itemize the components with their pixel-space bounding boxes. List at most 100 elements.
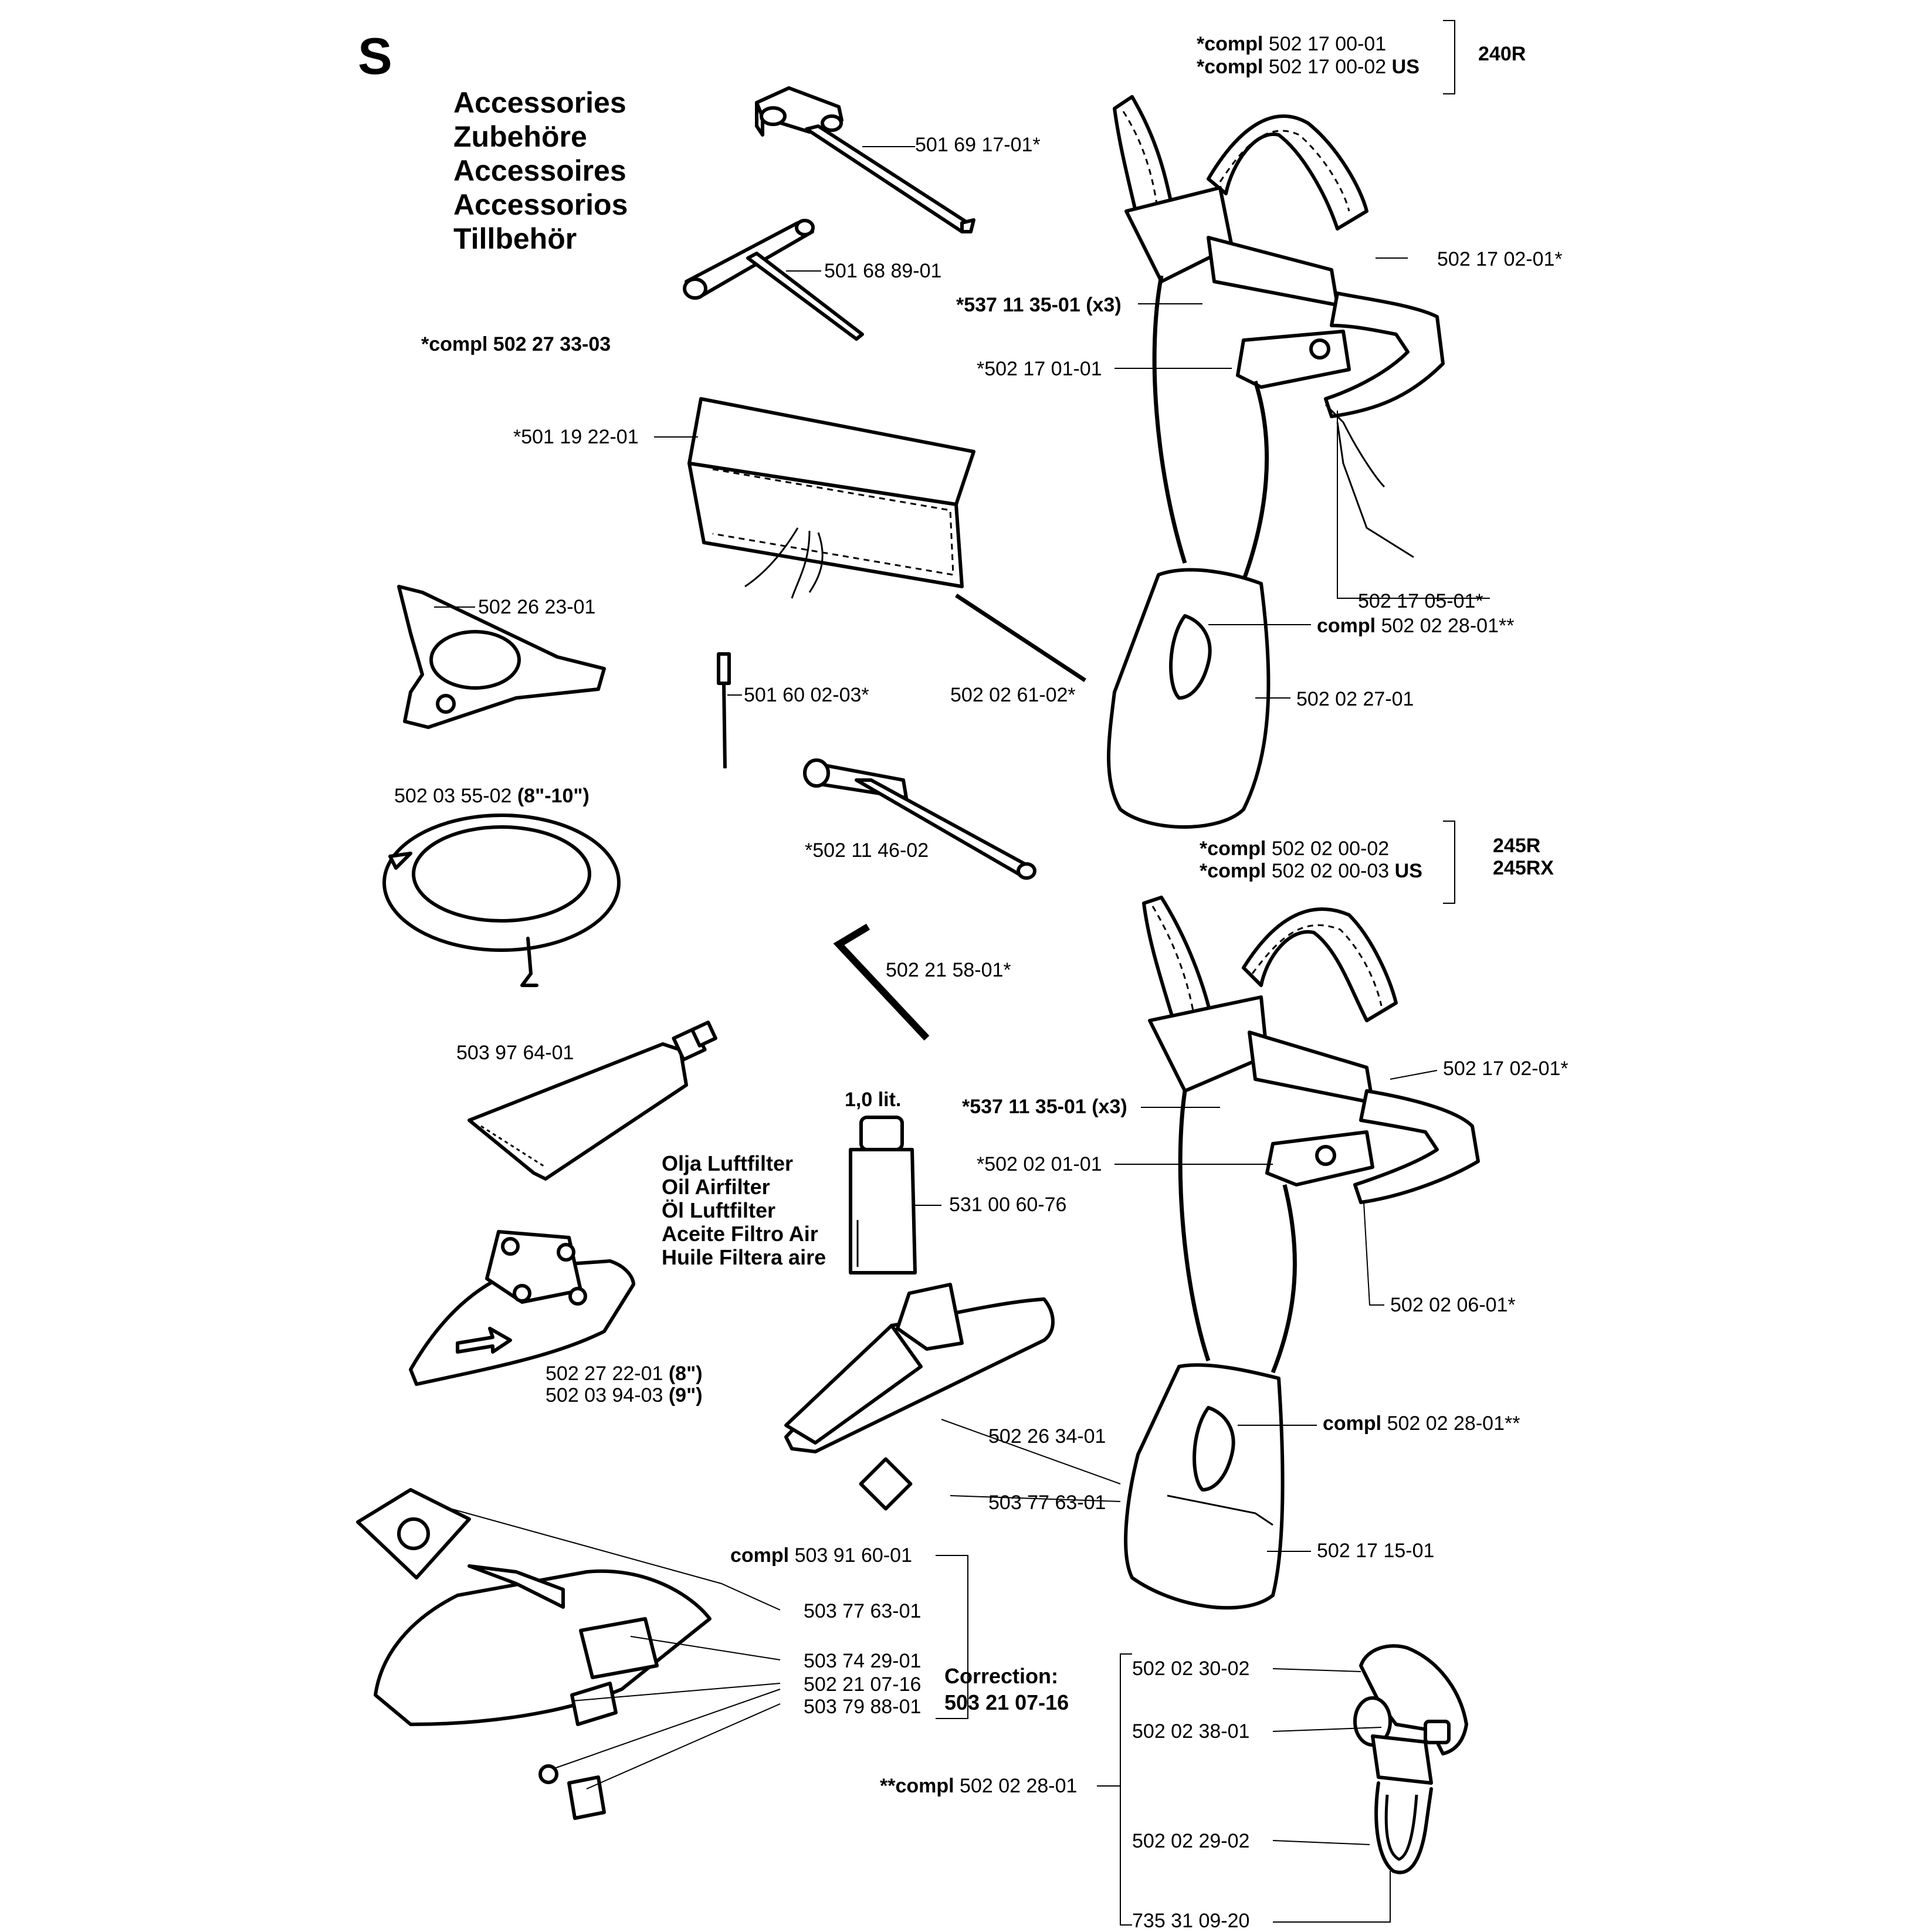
blade-guard-drawing bbox=[397, 585, 606, 729]
compl-word: compl bbox=[730, 1544, 790, 1567]
part-number: 502 03 94-03 bbox=[546, 1384, 663, 1406]
harness-240r-drawing bbox=[1107, 95, 1445, 829]
harness-245r-drawing bbox=[1124, 896, 1480, 1610]
part-label: 503 97 64-01 bbox=[456, 1042, 574, 1064]
part-label: 502 17 02-01* bbox=[1437, 248, 1563, 270]
compl-word: *compl bbox=[1200, 838, 1266, 860]
oil-name: Huile Filtera aire bbox=[662, 1245, 826, 1269]
part-label: 501 69 17-01* bbox=[915, 134, 1041, 156]
part-number: 502 02 28-01** bbox=[1381, 615, 1515, 637]
title-de: Zubehöre bbox=[453, 120, 587, 153]
part-label: 735 31 09-20 bbox=[1132, 1910, 1250, 1932]
tool-bag-drawing bbox=[687, 397, 975, 599]
compl-word: **compl bbox=[880, 1775, 954, 1797]
large-guard-drawing bbox=[356, 1488, 712, 1820]
region: US bbox=[1394, 860, 1422, 882]
harness-245r-compl-2: *compl 502 02 00-03 US bbox=[1200, 861, 1422, 881]
part-label: 531 00 60-76 bbox=[949, 1194, 1067, 1216]
part-label: 502 03 94-03 (9") bbox=[546, 1385, 703, 1405]
oil-name: Aceite Filtro Air bbox=[662, 1222, 818, 1246]
compl-word: compl bbox=[1323, 1412, 1382, 1435]
part-label: compl 503 91 60-01 bbox=[730, 1545, 912, 1565]
harness-245r-compl-1: *compl 502 02 00-02 bbox=[1200, 839, 1389, 859]
part-size: (9") bbox=[668, 1384, 703, 1406]
part-label: 502 02 30-02 bbox=[1132, 1658, 1250, 1680]
part-label: 502 26 23-01 bbox=[478, 596, 596, 618]
brushcutter-guard-drawing bbox=[784, 1283, 1055, 1511]
part-label: 502 02 06-01* bbox=[1390, 1294, 1516, 1316]
correction-title: Correction: bbox=[944, 1664, 1059, 1688]
kit-label: *compl 502 27 33-03 bbox=[421, 333, 611, 355]
guard-ring-drawing bbox=[382, 814, 621, 987]
part-label: *502 17 01-01 bbox=[977, 358, 1102, 380]
compl-word: *compl bbox=[1197, 56, 1263, 78]
part-label: *501 19 22-01 bbox=[513, 426, 639, 448]
part-label: 502 17 05-01* bbox=[1358, 590, 1483, 612]
title-en: Accessories bbox=[453, 86, 626, 119]
part-number: 503 91 60-01 bbox=[794, 1544, 912, 1567]
oil-bottle-drawing bbox=[849, 1116, 917, 1275]
part-label: 501 60 02-03* bbox=[744, 684, 869, 706]
part-label: 502 21 07-16 bbox=[804, 1673, 922, 1696]
part-label: 503 77 63-01 bbox=[804, 1600, 922, 1622]
part-label: 502 03 55-02 (8"-10") bbox=[394, 786, 590, 806]
section-letter: S bbox=[358, 27, 392, 85]
compl-word: compl bbox=[1317, 615, 1376, 637]
part-label: 502 26 34-01 bbox=[988, 1425, 1106, 1448]
t-spanner-drawing bbox=[803, 758, 1036, 880]
part-label: 502 17 02-01* bbox=[1443, 1057, 1568, 1080]
model-240r: 240R bbox=[1478, 43, 1526, 65]
oil-name: Oil Airfilter bbox=[662, 1175, 770, 1199]
oil-name: Öl Luftfilter bbox=[662, 1198, 775, 1222]
part-label: 502 21 58-01* bbox=[886, 959, 1011, 981]
model-245rx: 245RX bbox=[1493, 857, 1554, 879]
region: US bbox=[1391, 56, 1420, 78]
part-number: 502 17 00-01 bbox=[1268, 33, 1387, 55]
title-block: Accessories Zubehöre Accessoires Accesso… bbox=[453, 86, 628, 256]
part-label: 502 02 27-01 bbox=[1296, 688, 1414, 710]
oil-name: Olja Luftfilter bbox=[662, 1151, 793, 1175]
part-number: 502 02 28-01** bbox=[1387, 1412, 1520, 1435]
harness-240r-compl-2: *compl 502 17 00-02 US bbox=[1197, 57, 1420, 77]
oil-volume: 1,0 lit. bbox=[845, 1089, 902, 1111]
hex-key-drawing bbox=[833, 923, 930, 1041]
part-label: *502 02 01-01 bbox=[977, 1153, 1102, 1175]
correction-value: 503 21 07-16 bbox=[944, 1690, 1069, 1714]
locking-pin-drawing bbox=[717, 652, 731, 769]
part-label: 503 77 63-01 bbox=[988, 1492, 1106, 1514]
rod-drawing bbox=[955, 594, 1086, 682]
part-number: 502 02 00-03 bbox=[1271, 860, 1390, 882]
compl-word: *compl bbox=[1200, 860, 1266, 882]
part-label: 501 68 89-01 bbox=[824, 260, 942, 282]
harness-240r-compl-1: *compl 502 17 00-01 bbox=[1197, 34, 1386, 54]
part-label: *537 11 35-01 (x3) bbox=[962, 1096, 1127, 1118]
part-label: 503 79 88-01 bbox=[804, 1696, 922, 1718]
part-label: 502 02 38-01 bbox=[1132, 1720, 1250, 1743]
part-label: *537 11 35-01 (x3) bbox=[956, 294, 1122, 316]
part-label: 502 17 15-01 bbox=[1317, 1540, 1435, 1562]
part-label: 502 02 29-02 bbox=[1132, 1830, 1250, 1852]
part-number: 502 02 00-02 bbox=[1271, 838, 1390, 860]
part-size: (8"-10") bbox=[517, 785, 590, 807]
grease-tube-drawing bbox=[467, 1021, 717, 1181]
part-number: 502 27 22-01 bbox=[546, 1362, 663, 1385]
trimmer-guard-drawing bbox=[409, 1230, 635, 1386]
combination-spanner-drawing bbox=[755, 86, 975, 233]
part-label: 502 27 22-01 (8") bbox=[546, 1364, 703, 1384]
title-sv: Tillbehör bbox=[453, 222, 577, 255]
part-label: *502 11 46-02 bbox=[805, 839, 929, 862]
part-label: 503 74 29-01 bbox=[804, 1650, 922, 1672]
part-number: 502 02 28-01 bbox=[960, 1775, 1078, 1797]
part-label: compl 502 02 28-01** bbox=[1317, 616, 1514, 636]
part-size: (8") bbox=[668, 1362, 703, 1385]
part-label: 502 02 61-02* bbox=[950, 684, 1076, 706]
part-number: 502 03 55-02 bbox=[394, 785, 512, 807]
oil-name-block: Olja Luftfilter Oil Airfilter Öl Luftfil… bbox=[662, 1152, 826, 1269]
compl-word: *compl bbox=[1197, 33, 1263, 55]
model-245r: 245R bbox=[1493, 835, 1541, 857]
title-fr: Accessoires bbox=[453, 154, 626, 187]
clip-compl-label: **compl 502 02 28-01 bbox=[880, 1776, 1077, 1796]
box-spanner-drawing bbox=[683, 219, 864, 341]
title-es: Accessorios bbox=[453, 188, 628, 221]
